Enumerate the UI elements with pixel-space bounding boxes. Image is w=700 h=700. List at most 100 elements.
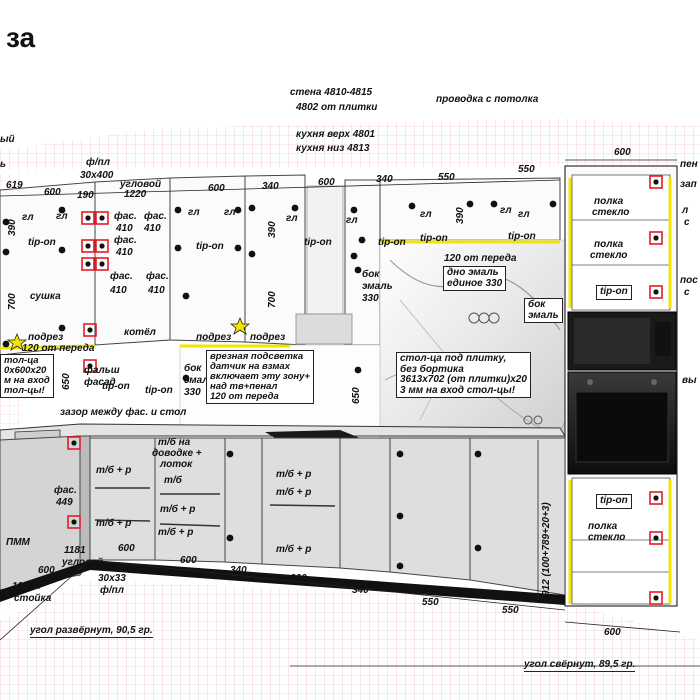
- tip-on-6: tip-on: [508, 231, 536, 242]
- dim-600-a: 600: [118, 543, 135, 554]
- side-enamel-text-b: эмаль: [528, 309, 559, 321]
- counter-left-callout: тол-ца 0х600х20 м на вход тол-цы!: [0, 354, 54, 398]
- led-line-3: включает эту зону+: [210, 370, 310, 382]
- gl-5: гл: [286, 213, 298, 224]
- gl-1: гл: [22, 212, 34, 223]
- kitchen-bottom: кухня низ 4813: [296, 143, 370, 154]
- tip-on-4: tip-on: [378, 237, 406, 248]
- edge-4: с: [684, 217, 690, 228]
- fas-410-c-val: 410: [116, 247, 133, 258]
- tb-r-7: т/б + р: [276, 469, 312, 480]
- countertop-callout: стол-ца под плитку, без бортика 3613х702…: [396, 352, 531, 398]
- led-highlights: [0, 178, 672, 604]
- dim-340-b: 340: [352, 585, 369, 596]
- false-front-1: фальш: [84, 365, 120, 376]
- tb-r-1: т/б + р: [96, 465, 132, 476]
- corner-base: угловой: [62, 557, 104, 568]
- fas-410-e: фас.: [146, 271, 169, 282]
- floor-grid: [0, 580, 700, 700]
- h700-b: 700: [267, 291, 278, 308]
- plinth: [0, 560, 565, 605]
- gap-note: зазор между фас. и стол: [60, 407, 187, 418]
- dry-label: сушка: [30, 291, 61, 302]
- shelf-glass-2b: стекло: [590, 250, 628, 261]
- shelf-glass-1b: стекло: [592, 207, 630, 218]
- undercut-3b: 120 от переда: [444, 253, 517, 264]
- tip-on-tall-1: tip-on: [596, 285, 632, 300]
- undercut-2: подрез: [196, 332, 232, 343]
- dim-top-7: 600: [318, 177, 335, 188]
- marker-squares: [67, 175, 663, 605]
- base-cabinets: [0, 435, 566, 596]
- side-enamel-b3: 330: [184, 387, 201, 398]
- counter-line-3: 3613х702 (от плитки)х20: [400, 374, 527, 385]
- wall-size: стена 4810-4815: [290, 87, 373, 98]
- fas-410-a-val: 410: [116, 223, 133, 234]
- h650-a: 650: [61, 373, 72, 390]
- tb-lift-2: доводке +: [152, 448, 202, 459]
- fas-410-d: фас.: [110, 271, 133, 282]
- side-enamel-text: бок: [528, 299, 546, 310]
- fas-410-c: фас.: [114, 235, 137, 246]
- wall-label-left-2: ь: [0, 159, 6, 170]
- gl-4: гл: [224, 207, 236, 218]
- gl-3: гл: [188, 207, 200, 218]
- counter-left-2: 0х600х20: [4, 364, 47, 376]
- edge-3: л: [682, 205, 689, 216]
- fpl-base-1: 30х33: [98, 573, 126, 584]
- stand-2: стойка: [14, 593, 52, 604]
- bottom-enamel-text: дно эмаль: [447, 267, 499, 278]
- edge-7: вы: [682, 375, 697, 386]
- fas-410-a: фас.: [114, 211, 137, 222]
- dim-top-4: 1220: [124, 189, 147, 200]
- false-front-2: фасад: [84, 377, 116, 388]
- dim-600-e: 600: [604, 627, 621, 638]
- dim-600-b: 600: [38, 565, 55, 576]
- gl-6: гл: [346, 215, 358, 226]
- shelf-glass-1: полка: [594, 196, 624, 207]
- h390-a: 390: [7, 219, 18, 236]
- wall-label-left: ый: [0, 134, 15, 145]
- counter-left-4: тол-цы!: [4, 384, 45, 396]
- dim-top-2: 600: [44, 187, 61, 198]
- fas-449: фас.: [54, 485, 77, 496]
- corner-open-note: угол развёрнут, 90,5 гр.: [30, 625, 153, 638]
- edge-6: с: [684, 287, 690, 298]
- side-enamel-b: бок: [184, 363, 202, 374]
- corner-closed-note: угол свёрнут, 89,5 гр.: [524, 659, 636, 672]
- side-enamel-a: бок: [362, 269, 380, 280]
- tip-on-3: tip-on: [304, 237, 332, 248]
- counter-line-1: стол-ца под плитку,: [400, 353, 507, 364]
- gl-2: гл: [56, 211, 68, 222]
- dim-600-d: 600: [290, 573, 307, 584]
- shelf-glass-3b: стекло: [588, 532, 626, 543]
- side-enamel-a2: эмаль: [362, 281, 393, 292]
- led-callout: врезная подсветка датчик на взмах включа…: [206, 350, 314, 404]
- tb-r-3: т/б + р: [160, 504, 196, 515]
- tip-on-1: tip-on: [28, 237, 56, 248]
- dim-top-8: 340: [376, 174, 393, 185]
- counter-left-1: тол-ца: [4, 355, 39, 366]
- h390-c: 390: [455, 207, 466, 224]
- pmm-label: ПММ: [6, 537, 30, 548]
- ceiling-grid: [0, 118, 700, 170]
- dim-550-b: 550: [502, 605, 519, 616]
- tip-on-tall-2: tip-on: [596, 494, 632, 509]
- fas-449-val: 449: [56, 497, 73, 508]
- stand-1: 19 мм: [12, 581, 41, 592]
- undercut-1: подрез: [28, 332, 64, 343]
- wiring-note: проводка с потолка: [436, 94, 539, 105]
- tb-r-6: т/б + р: [276, 544, 312, 555]
- edge-5: пос: [680, 275, 698, 286]
- counter-left-3: м на вход: [4, 374, 50, 386]
- side-enamel-b2: эмаль: [184, 375, 215, 386]
- fas-410-e-val: 410: [148, 285, 165, 296]
- fas-410-b-val: 410: [144, 223, 161, 234]
- bottom-enamel-callout: дно эмаль единое 330: [443, 266, 507, 291]
- page-title: за: [6, 22, 36, 53]
- tip-on-5: tip-on: [420, 233, 448, 244]
- handle-dots: [2, 200, 557, 570]
- led-line-2: датчик на взмах: [210, 360, 290, 372]
